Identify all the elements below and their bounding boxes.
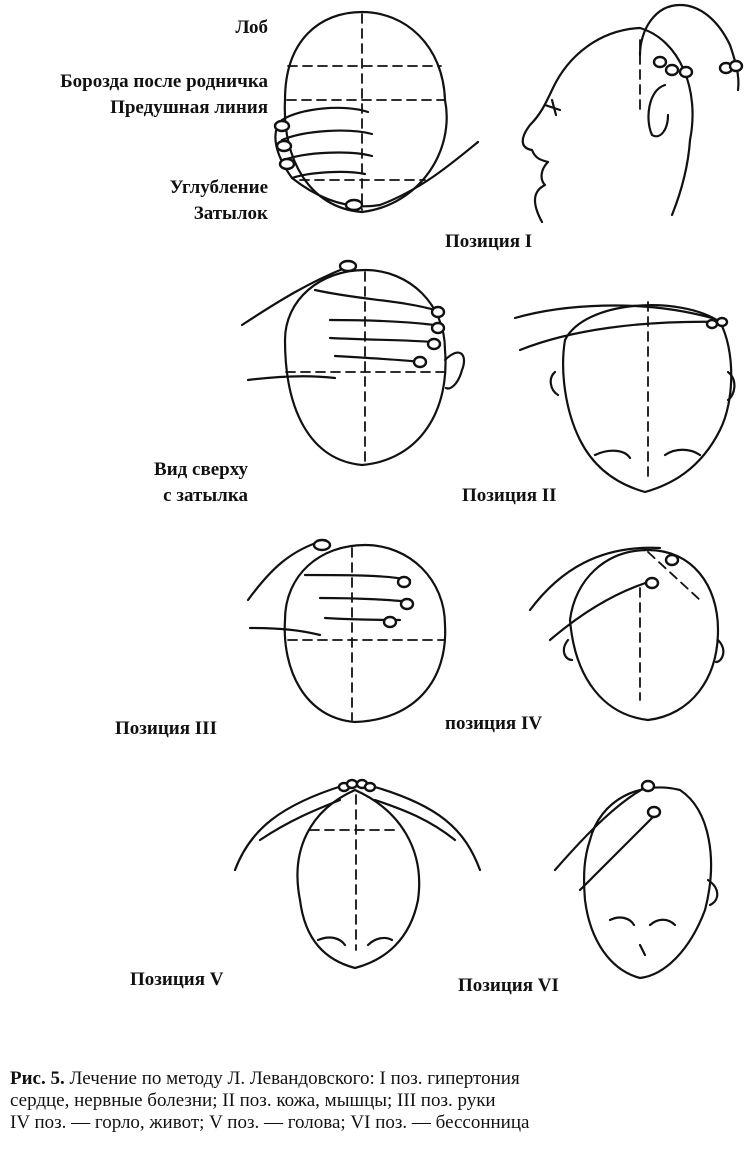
label-top-view-2: с затылка <box>163 485 248 506</box>
label-position-3: Позиция III <box>115 718 217 739</box>
caption-line-3: IV поз. — горло, живот; V поз. — голова;… <box>10 1112 530 1133</box>
caption-text-1: Лечение по методу Л. Левандовского: I по… <box>69 1068 520 1089</box>
label-position-6: Позиция VI <box>458 975 559 996</box>
label-front-line: Предушная линия <box>110 97 268 118</box>
label-position-2: Позиция II <box>462 485 557 506</box>
figure-1-top-view-head <box>273 10 480 214</box>
figure-4-front-head <box>513 301 736 494</box>
figure-5-top-view-head <box>246 538 447 724</box>
label-top-view-1: Вид сверху <box>154 459 248 480</box>
figure-8-tilted-head <box>553 779 719 980</box>
caption-line-2: сердце, нервные болезни; II поз. кожа, м… <box>10 1090 496 1111</box>
label-occiput: Затылок <box>193 203 268 224</box>
label-fontanel-groove: Борозда после родничка <box>60 71 268 92</box>
figure-6-back-view-head <box>528 546 725 722</box>
label-depression: Углубление <box>169 177 268 198</box>
caption-line-1: Рис. 5. Лечение по методу Л. Левандовско… <box>10 1068 750 1090</box>
label-position-1: Позиция I <box>445 231 533 252</box>
figure-3-top-view-head <box>240 259 466 467</box>
figure-7-two-hands-head <box>233 778 482 970</box>
label-position-4: позиция IV <box>445 713 543 734</box>
caption-figure-number: Рис. 5. <box>10 1068 65 1089</box>
label-position-5: Позиция V <box>130 969 224 990</box>
figure-caption: Рис. 5. Лечение по методу Л. Левандовско… <box>10 1068 750 1134</box>
figure-2-profile-head <box>521 3 744 224</box>
label-forehead: Лоб <box>235 17 268 38</box>
